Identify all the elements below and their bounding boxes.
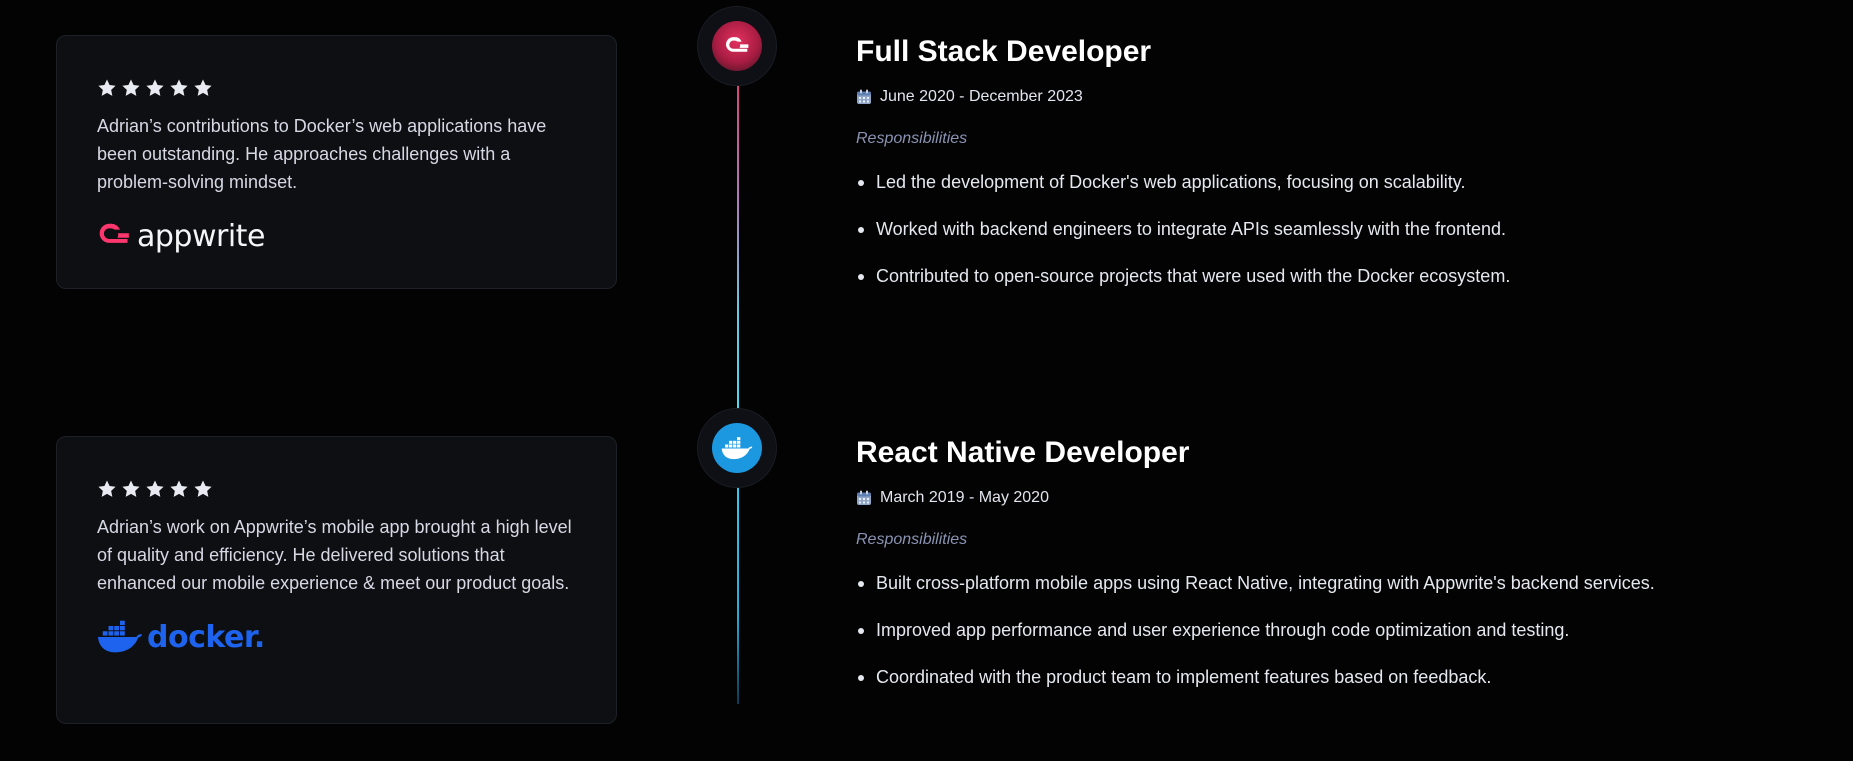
star-icon <box>193 78 213 98</box>
list-item: Worked with backend engineers to integra… <box>856 217 1816 241</box>
date-text: June 2020 - December 2023 <box>880 88 1083 105</box>
calendar-icon <box>856 89 872 105</box>
star-icon <box>145 78 165 98</box>
star-icon <box>145 479 165 499</box>
timeline-line <box>737 486 739 704</box>
timeline-line <box>737 84 739 410</box>
experience-entry: React Native Developer March 2019 - May … <box>856 431 1816 712</box>
experience-entry: Full Stack Developer June 2020 - Decembe… <box>856 30 1816 311</box>
star-icon <box>97 479 117 499</box>
responsibilities-list: Built cross-platform mobile apps using R… <box>856 571 1816 689</box>
star-icon <box>169 479 189 499</box>
star-icon <box>169 78 189 98</box>
list-item: Coordinated with the product team to imp… <box>856 665 1816 689</box>
docker-icon <box>712 423 762 473</box>
list-item: Built cross-platform mobile apps using R… <box>856 571 1816 595</box>
appwrite-logo: appwrite <box>97 216 576 256</box>
date-text: March 2019 - May 2020 <box>880 489 1049 506</box>
appwrite-icon <box>97 221 131 251</box>
testimonial-text: Adrian’s work on Appwrite’s mobile app b… <box>97 517 572 593</box>
list-item: Led the development of Docker's web appl… <box>856 170 1816 194</box>
company-wordmark: docker. <box>147 619 265 655</box>
job-title: Full Stack Developer <box>856 35 1152 68</box>
docker-icon <box>97 620 143 654</box>
testimonial-card: Adrian’s contributions to Docker’s web a… <box>56 35 617 289</box>
responsibilities-label: Responsibilities <box>856 531 968 548</box>
list-item: Improved app performance and user experi… <box>856 618 1816 642</box>
company-wordmark: appwrite <box>137 218 265 254</box>
testimonial-card: Adrian’s work on Appwrite’s mobile app b… <box>56 436 617 724</box>
star-rating <box>97 76 576 100</box>
calendar-icon <box>856 490 872 506</box>
star-rating <box>97 477 576 501</box>
job-title: React Native Developer <box>856 436 1190 469</box>
responsibilities-label: Responsibilities <box>856 130 968 147</box>
responsibilities-list: Led the development of Docker's web appl… <box>856 170 1816 288</box>
star-icon <box>121 479 141 499</box>
star-icon <box>193 479 213 499</box>
timeline-node <box>697 6 777 86</box>
docker-logo: docker. <box>97 617 576 657</box>
star-icon <box>121 78 141 98</box>
star-icon <box>97 78 117 98</box>
date-range: June 2020 - December 2023 <box>856 88 1816 106</box>
appwrite-icon <box>712 21 762 71</box>
testimonial-text: Adrian’s contributions to Docker’s web a… <box>97 116 547 192</box>
list-item: Contributed to open-source projects that… <box>856 264 1816 288</box>
date-range: March 2019 - May 2020 <box>856 489 1816 507</box>
timeline-node <box>697 408 777 488</box>
